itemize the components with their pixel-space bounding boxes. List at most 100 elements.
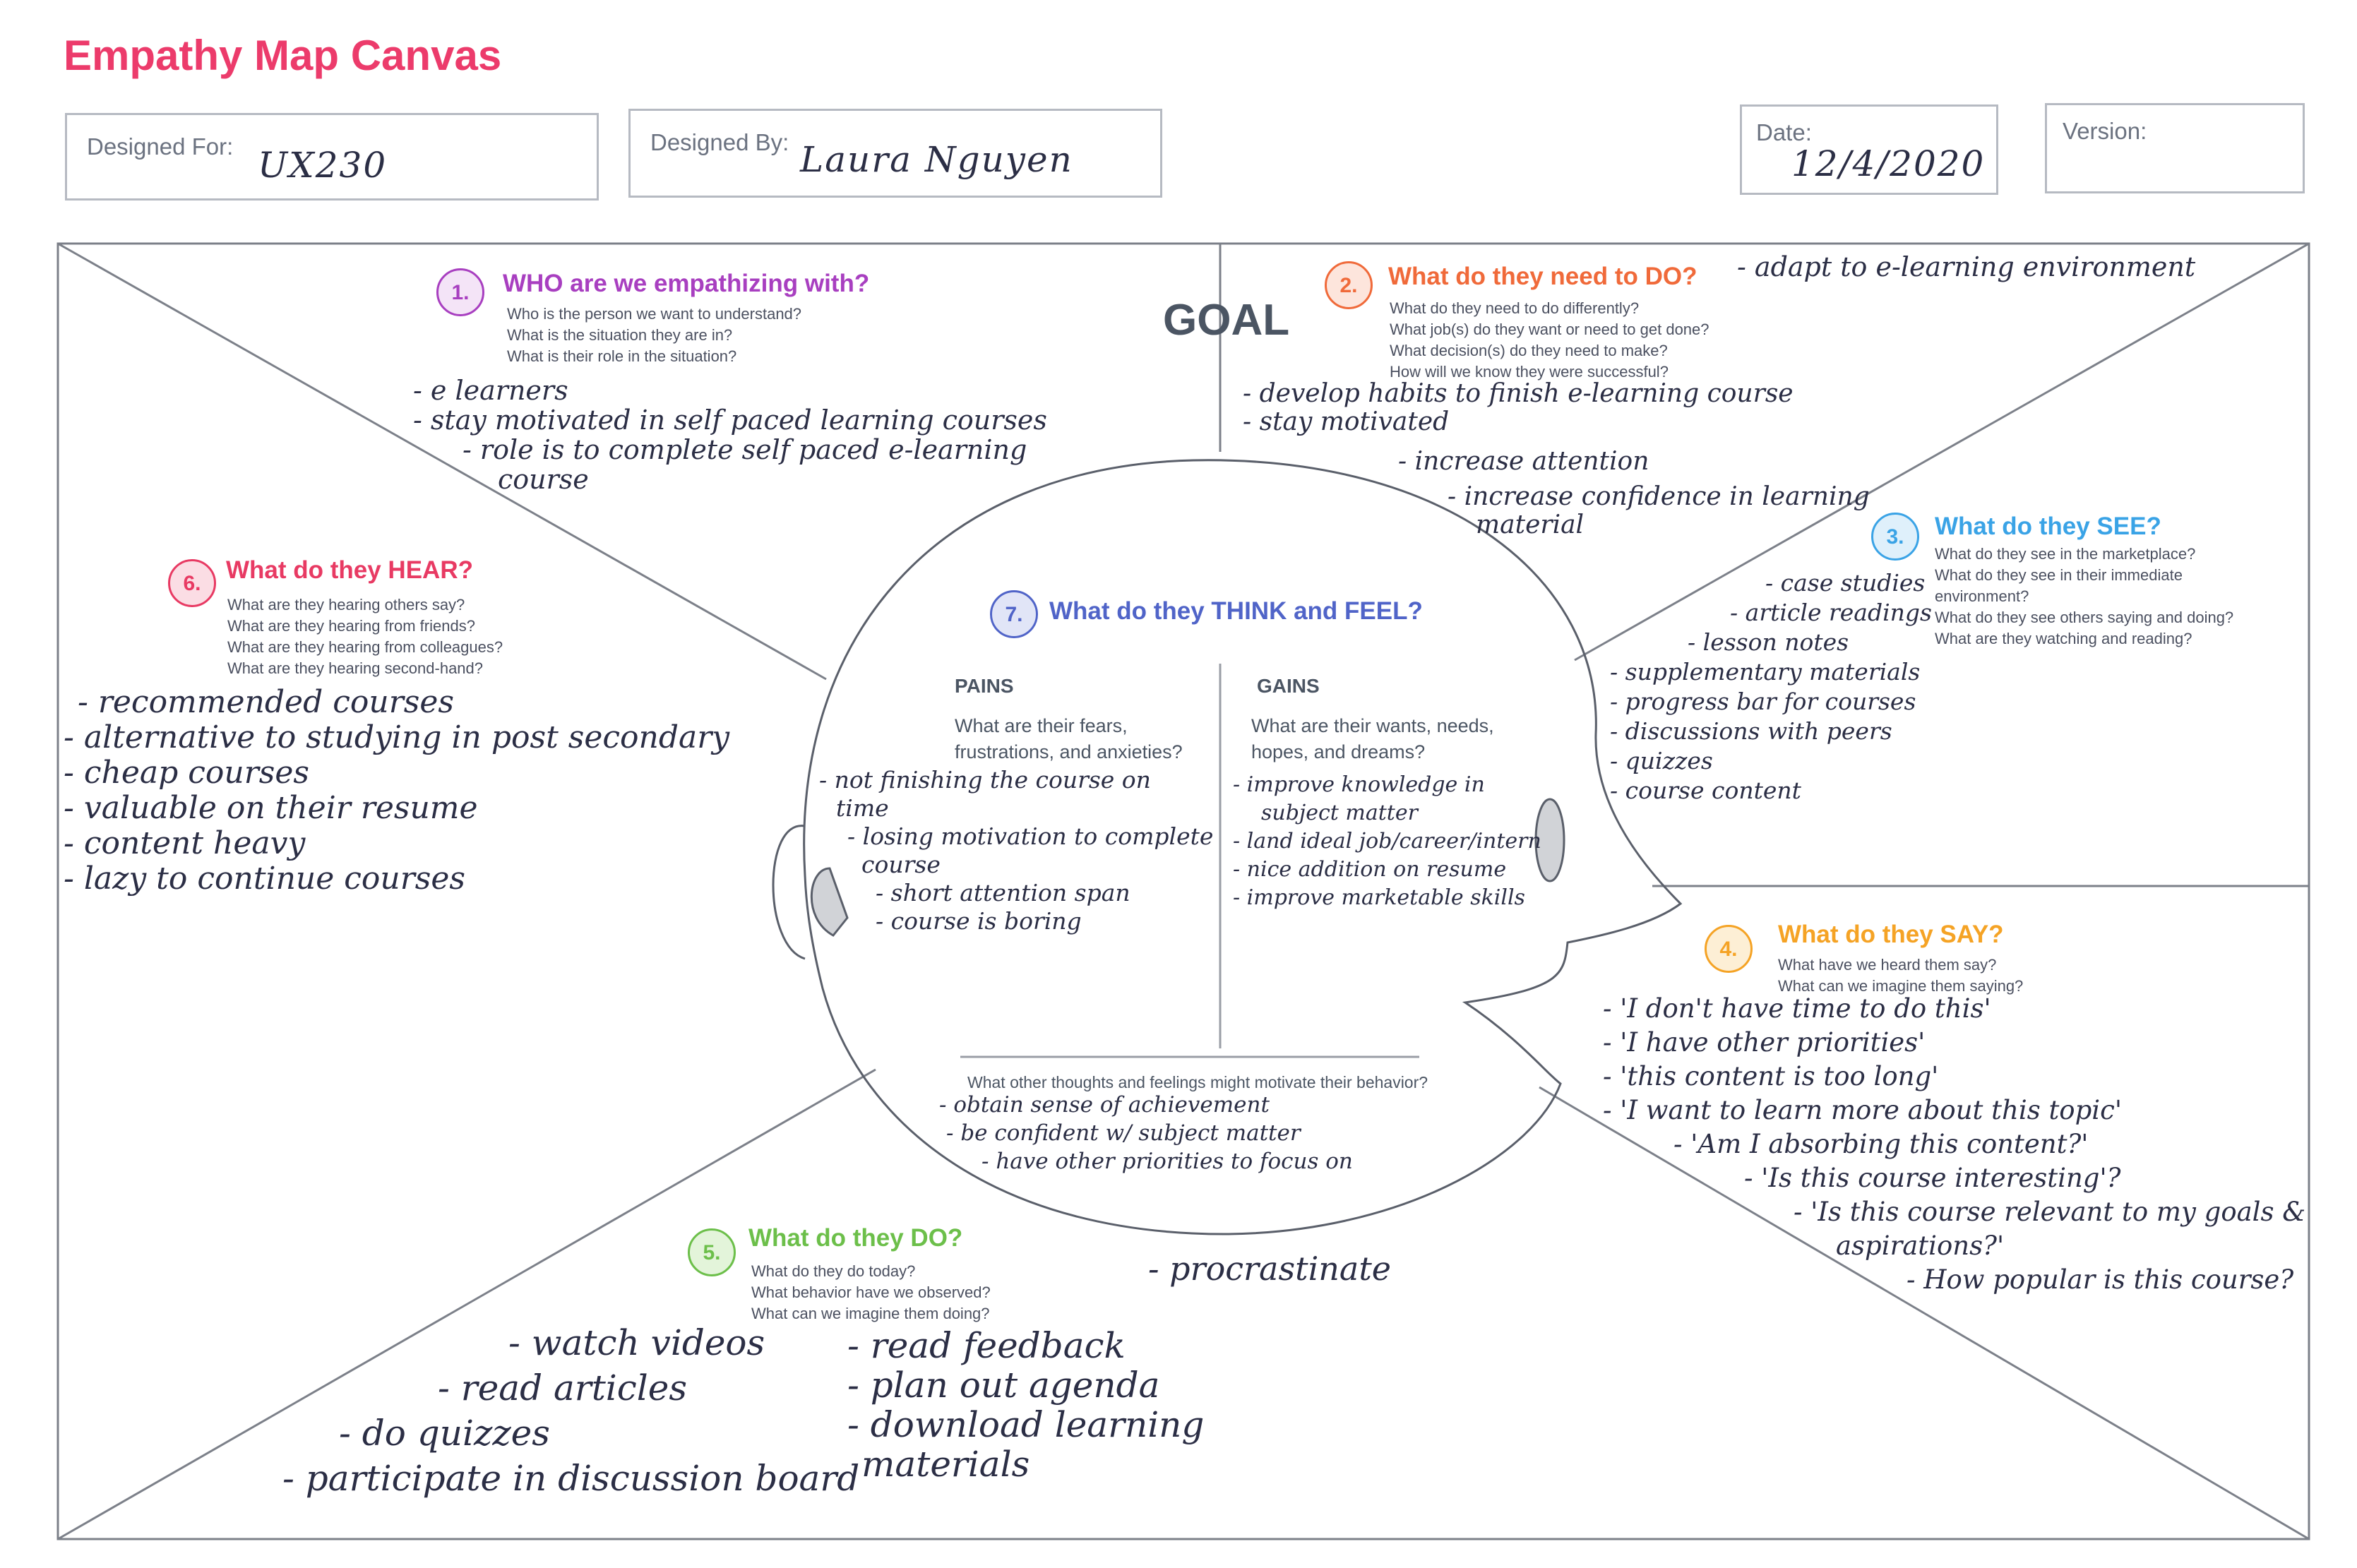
hear-question: What are they hearing second-hand? (227, 659, 484, 677)
do-need-note-top: - adapt to e-learning environment (1737, 251, 2196, 282)
pains-question-line: What are their fears, (955, 715, 1128, 736)
do-need-notes: - develop habits to finish e-learning co… (1243, 380, 1870, 539)
date-label: Date: (1756, 119, 1812, 145)
gains-note: - improve knowledge in (1233, 772, 1485, 797)
say-note: - 'Am I absorbing this content?' (1673, 1129, 2089, 1159)
hear-note: - content heavy (64, 825, 306, 861)
do-note: - watch videos (508, 1322, 765, 1363)
who-question: Who is the person we want to understand? (507, 305, 802, 323)
pains-note: - course is boring (876, 907, 1082, 935)
say-question: What have we heard them say? (1778, 956, 1997, 974)
who-note: - e learners (413, 375, 568, 406)
hear-notes: - recommended courses - alternative to s… (64, 685, 729, 897)
hear-note: - cheap courses (64, 755, 309, 791)
gains-label: GAINS (1257, 675, 1320, 697)
canvas-border (56, 242, 2310, 1540)
say-questions: What have we heard them say? What can we… (1778, 954, 2023, 997)
date-value: 12/4/2020 (1791, 143, 1986, 184)
do-number-badge: 5. (688, 1228, 736, 1276)
other-note: - be confident w/ subject matter (946, 1120, 1301, 1146)
say-note: - 'Is this course interesting'? (1744, 1163, 2121, 1193)
other-thoughts-notes: - obtain sense of achievement - be confi… (939, 1091, 1353, 1175)
see-title: What do they SEE? (1935, 513, 2161, 540)
do-need-title: What do they need to DO? (1388, 263, 1697, 290)
think-title: What do they THINK and FEEL? (1049, 597, 1423, 625)
date-field[interactable]: Date: 12/4/2020 (1740, 104, 1998, 195)
do-need-note: - develop habits to finish e-learning co… (1243, 379, 1794, 408)
page-title: Empathy Map Canvas (64, 32, 502, 79)
pains-question: What are their fears, frustrations, and … (955, 713, 1183, 765)
version-field[interactable]: Version: (2045, 103, 2305, 193)
left-ear-inner (810, 867, 849, 937)
do-note-extra: - procrastinate (1148, 1250, 1392, 1288)
do-need-question: What do they need to do differently? (1390, 299, 1640, 317)
diagonal-top-right (1574, 242, 2310, 662)
do-need-questions: What do they need to do differently? Wha… (1390, 298, 1709, 383)
designed-by-field[interactable]: Designed By: Laura Nguyen (628, 109, 1162, 198)
version-label: Version: (2063, 118, 2147, 144)
pains-label: PAINS (955, 675, 1014, 697)
pains-note: - losing motivation to complete (847, 822, 1214, 850)
see-note: - case studies (1765, 569, 1926, 597)
see-note: - article readings (1730, 599, 1932, 626)
see-notes: - case studies - article readings - less… (1610, 568, 1932, 806)
say-note: - 'this content is too long' (1603, 1061, 1939, 1091)
pains-note: time (836, 794, 889, 822)
goal-label: GOAL (1163, 296, 1290, 345)
do-need-note: - increase confidence in learning (1448, 482, 1870, 511)
pains-note: - short attention span (876, 879, 1130, 906)
designed-for-field[interactable]: Designed For: UX230 (65, 113, 599, 201)
who-questions: Who is the person we want to understand?… (507, 304, 801, 367)
designed-for-label: Designed For: (87, 133, 234, 160)
see-question: What do they see others saying and doing… (1935, 609, 2234, 626)
gains-note: subject matter (1261, 801, 1418, 825)
gains-note: - land ideal job/career/intern (1233, 829, 1541, 854)
who-note: - stay motivated in self paced learning … (413, 405, 1047, 436)
do-note: - read articles (438, 1367, 688, 1408)
see-number-badge: 3. (1871, 513, 1919, 561)
see-question: What do they see in their immediate (1935, 566, 2183, 584)
who-number-badge: 1. (436, 268, 484, 316)
hear-question: What are they hearing from friends? (227, 617, 475, 635)
say-note: - 'I want to learn more about this topic… (1603, 1095, 2122, 1125)
do-questions: What do they do today? What behavior hav… (751, 1261, 991, 1324)
hear-questions: What are they hearing others say? What a… (227, 594, 503, 679)
do-notes-left: - watch videos - read articles - do quiz… (282, 1320, 859, 1501)
diagonal-bottom-left (57, 1068, 876, 1540)
say-number-badge: 4. (1705, 925, 1753, 973)
who-note: course (498, 464, 589, 495)
hear-number-badge: 6. (168, 559, 216, 607)
pains-note: course (861, 851, 941, 878)
designed-by-label: Designed By: (650, 129, 789, 155)
left-ear (772, 825, 806, 960)
see-note: - supplementary materials (1610, 658, 1921, 686)
gains-note: - improve marketable skills (1233, 885, 1525, 910)
pains-question-line: frustrations, and anxieties? (955, 741, 1183, 762)
hear-title: What do they HEAR? (226, 556, 473, 584)
do-need-question: What decision(s) do they need to make? (1390, 342, 1668, 359)
pains-notes: - not finishing the course on time - los… (819, 766, 1213, 935)
do-need-note: - stay motivated (1243, 407, 1450, 436)
hear-question: What are they hearing others say? (227, 596, 465, 614)
pains-note: - not finishing the course on (819, 766, 1151, 794)
do-note: - participate in discussion board (282, 1458, 860, 1499)
hear-note: - lazy to continue courses (64, 861, 465, 897)
other-note: - obtain sense of achievement (939, 1092, 1270, 1118)
see-note: - discussions with peers (1610, 717, 1892, 745)
say-note: - How popular is this course? (1907, 1264, 2294, 1295)
diagonal-top-left (57, 242, 827, 681)
do-note: - download learning (847, 1404, 1205, 1445)
who-question: What is their role in the situation? (507, 347, 737, 365)
say-notes: - 'I don't have time to do this' - 'I ha… (1603, 992, 2305, 1297)
gains-question: What are their wants, needs, hopes, and … (1251, 713, 1494, 765)
other-thoughts-question: What other thoughts and feelings might m… (967, 1073, 1428, 1091)
say-question: What can we imagine them saying? (1778, 977, 2024, 995)
who-title: WHO are we empathizing with? (503, 270, 870, 297)
who-question: What is the situation they are in? (507, 326, 733, 344)
do-question: What behavior have we observed? (751, 1283, 991, 1301)
do-notes-right: - read feedback - plan out agenda - down… (847, 1326, 1204, 1484)
see-question: environment? (1935, 587, 2029, 605)
do-title: What do they DO? (748, 1224, 963, 1252)
right-ear (1534, 798, 1565, 882)
